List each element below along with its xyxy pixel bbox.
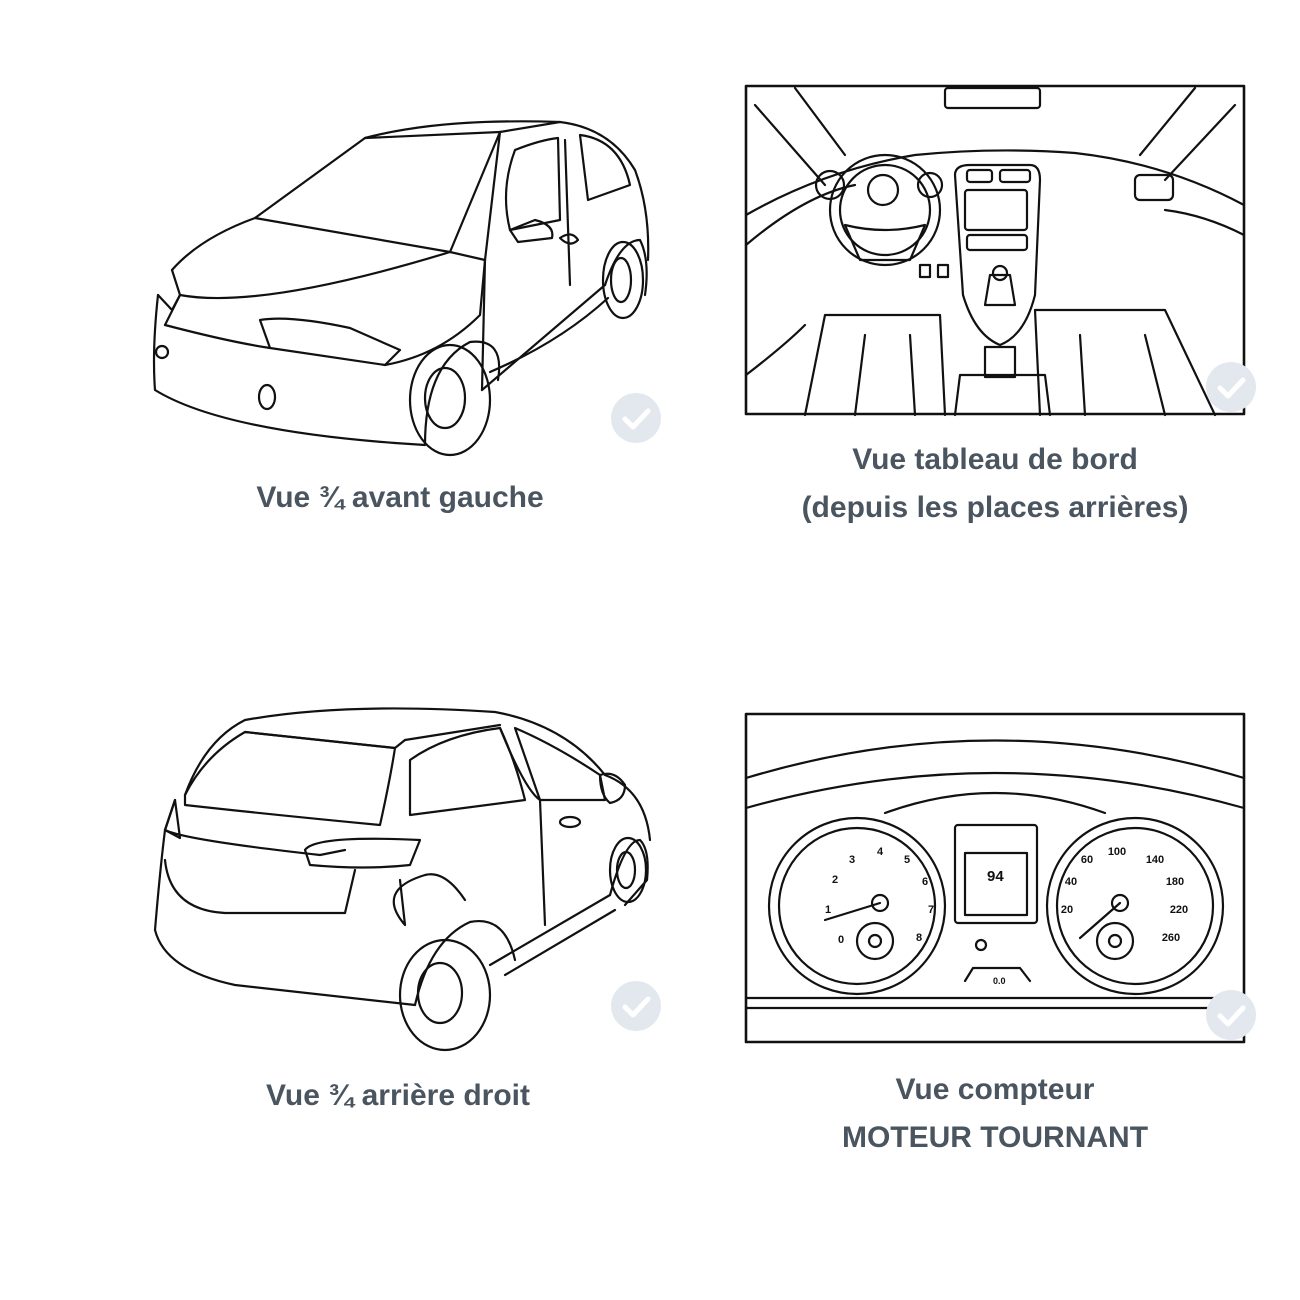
tacho-label: 2: [832, 874, 838, 886]
check-icon: [1206, 362, 1256, 412]
check-icon: [611, 393, 661, 443]
check-icon: [611, 981, 661, 1031]
speedo-label: 20: [1061, 904, 1073, 916]
caption-line: Vue tableau de bord: [852, 443, 1138, 476]
photo-tile-speedometer[interactable]: 94 0.0 0 1 2 3 4 5 6 7 8 20 40 60 100 14…: [744, 712, 1246, 1044]
speedo-label: 40: [1065, 876, 1077, 888]
tacho-label: 0: [838, 934, 844, 946]
tacho-label: 8: [916, 932, 922, 944]
speedo-label: 60: [1081, 854, 1093, 866]
speedo-label: 180: [1166, 876, 1184, 888]
speedo-label: 220: [1170, 904, 1188, 916]
caption-speedometer: Vue compteur MOTEUR TOURNANT: [745, 1066, 1245, 1162]
caption-line: (depuis les places arrières): [801, 491, 1189, 524]
car-rear-right-icon: [153, 707, 652, 1052]
speedo-label: 100: [1108, 846, 1126, 858]
car-front-left-icon: [152, 120, 650, 457]
svg-text:0.0: 0.0: [993, 976, 1006, 986]
caption-line: Vue ¾ avant gauche: [256, 481, 544, 514]
car-dashboard-icon: [744, 84, 1246, 417]
tacho-label: 3: [849, 854, 855, 866]
tacho-label: 4: [877, 846, 884, 858]
photo-tile-dashboard[interactable]: [744, 84, 1246, 417]
caption-line: Vue compteur: [895, 1073, 1095, 1106]
dashboard-display-reading: 94: [987, 868, 1004, 885]
tacho-label: 6: [922, 876, 928, 888]
speedo-label: 260: [1162, 932, 1180, 944]
check-icon: [1206, 990, 1256, 1040]
photo-tile-rear-right[interactable]: [145, 700, 665, 1060]
caption-line: Vue ¾ arrière droit: [266, 1079, 530, 1112]
photo-tile-front-left[interactable]: [140, 110, 680, 460]
tacho-label: 1: [825, 904, 831, 916]
speedo-label: 140: [1146, 854, 1164, 866]
tacho-label: 5: [904, 854, 910, 866]
tacho-label: 7: [928, 904, 934, 916]
caption-dashboard: Vue tableau de bord (depuis les places a…: [745, 436, 1245, 532]
caption-rear-right: Vue ¾ arrière droit: [148, 1072, 648, 1120]
caption-front-left: Vue ¾ avant gauche: [150, 474, 650, 522]
caption-line: MOTEUR TOURNANT: [841, 1121, 1149, 1154]
speedometer-icon: 94 0.0 0 1 2 3 4 5 6 7 8 20 40 60 100 14…: [744, 712, 1246, 1044]
